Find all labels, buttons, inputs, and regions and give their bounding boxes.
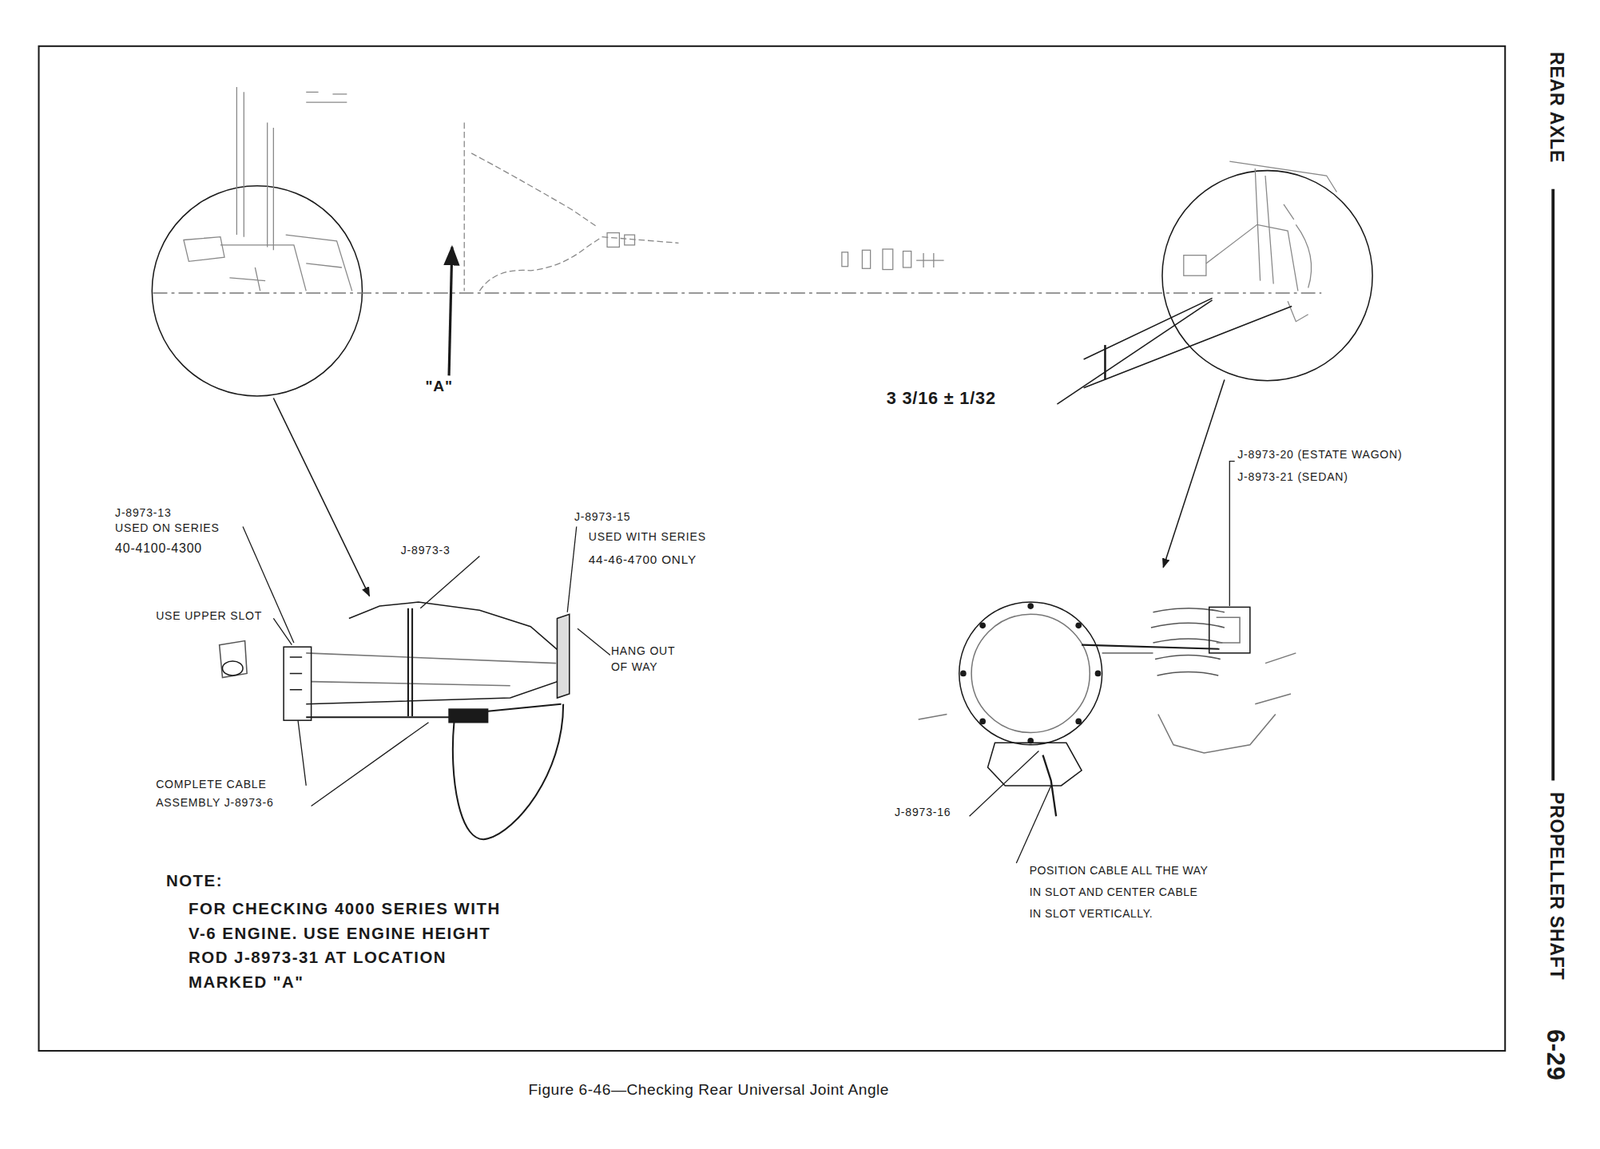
part-label: J-8973-3 <box>400 543 452 557</box>
figure-frame <box>39 46 1506 1052</box>
part-note: USED WITH SERIES <box>587 530 707 544</box>
reference-line <box>153 292 1323 294</box>
section-title: PROPELLER SHAFT <box>1546 791 1568 981</box>
margin-rule <box>1551 189 1555 782</box>
location-arrow <box>448 246 453 376</box>
dimension: 3 3/16 ± 1/32 <box>885 389 997 409</box>
series-number: 44-46-4700 ONLY <box>587 552 698 568</box>
transmission-sketch <box>464 123 679 292</box>
series-number: 40-4100-4300 <box>114 541 203 556</box>
leader-line <box>273 398 370 597</box>
leader-line <box>242 526 611 806</box>
part-label: J-8973-21 (SEDAN) <box>1236 470 1350 484</box>
dimension-lines <box>1056 297 1292 405</box>
note-text: FOR CHECKING 4000 SERIES WITH V-6 ENGINE… <box>187 897 502 996</box>
part-label: J-8973-20 (ESTATE WAGON) <box>1236 448 1403 461</box>
leader-line <box>969 461 1235 864</box>
part-note: USED ON SERIES <box>114 521 221 535</box>
detail-circle <box>151 186 362 397</box>
part-label: J-8973-13 <box>114 506 172 520</box>
page-number: 6-29 <box>1540 1028 1569 1083</box>
section-title: REAR AXLE <box>1546 51 1568 164</box>
axle-sketch <box>1183 161 1338 322</box>
part-label: J-8973-15 <box>573 510 632 524</box>
note-heading: NOTE: <box>165 872 224 892</box>
part-note: USE UPPER SLOT <box>154 609 263 623</box>
engine-sketch <box>183 87 353 291</box>
figure-caption: Figure 6-46—Checking Rear Universal Join… <box>527 1081 890 1100</box>
leader-line <box>1163 380 1225 568</box>
part-label: COMPLETE CABLE ASSEMBLY J-8973-6 <box>154 775 274 813</box>
instruction-text: POSITION CABLE ALL THE WAY IN SLOT AND C… <box>1028 860 1210 925</box>
location-marker: "A" <box>424 377 453 396</box>
part-label: J-8973-16 <box>893 805 952 819</box>
differential-assembly <box>918 602 1297 817</box>
shaft-parts <box>607 233 945 270</box>
part-note: HANG OUT OF WAY <box>610 643 677 676</box>
